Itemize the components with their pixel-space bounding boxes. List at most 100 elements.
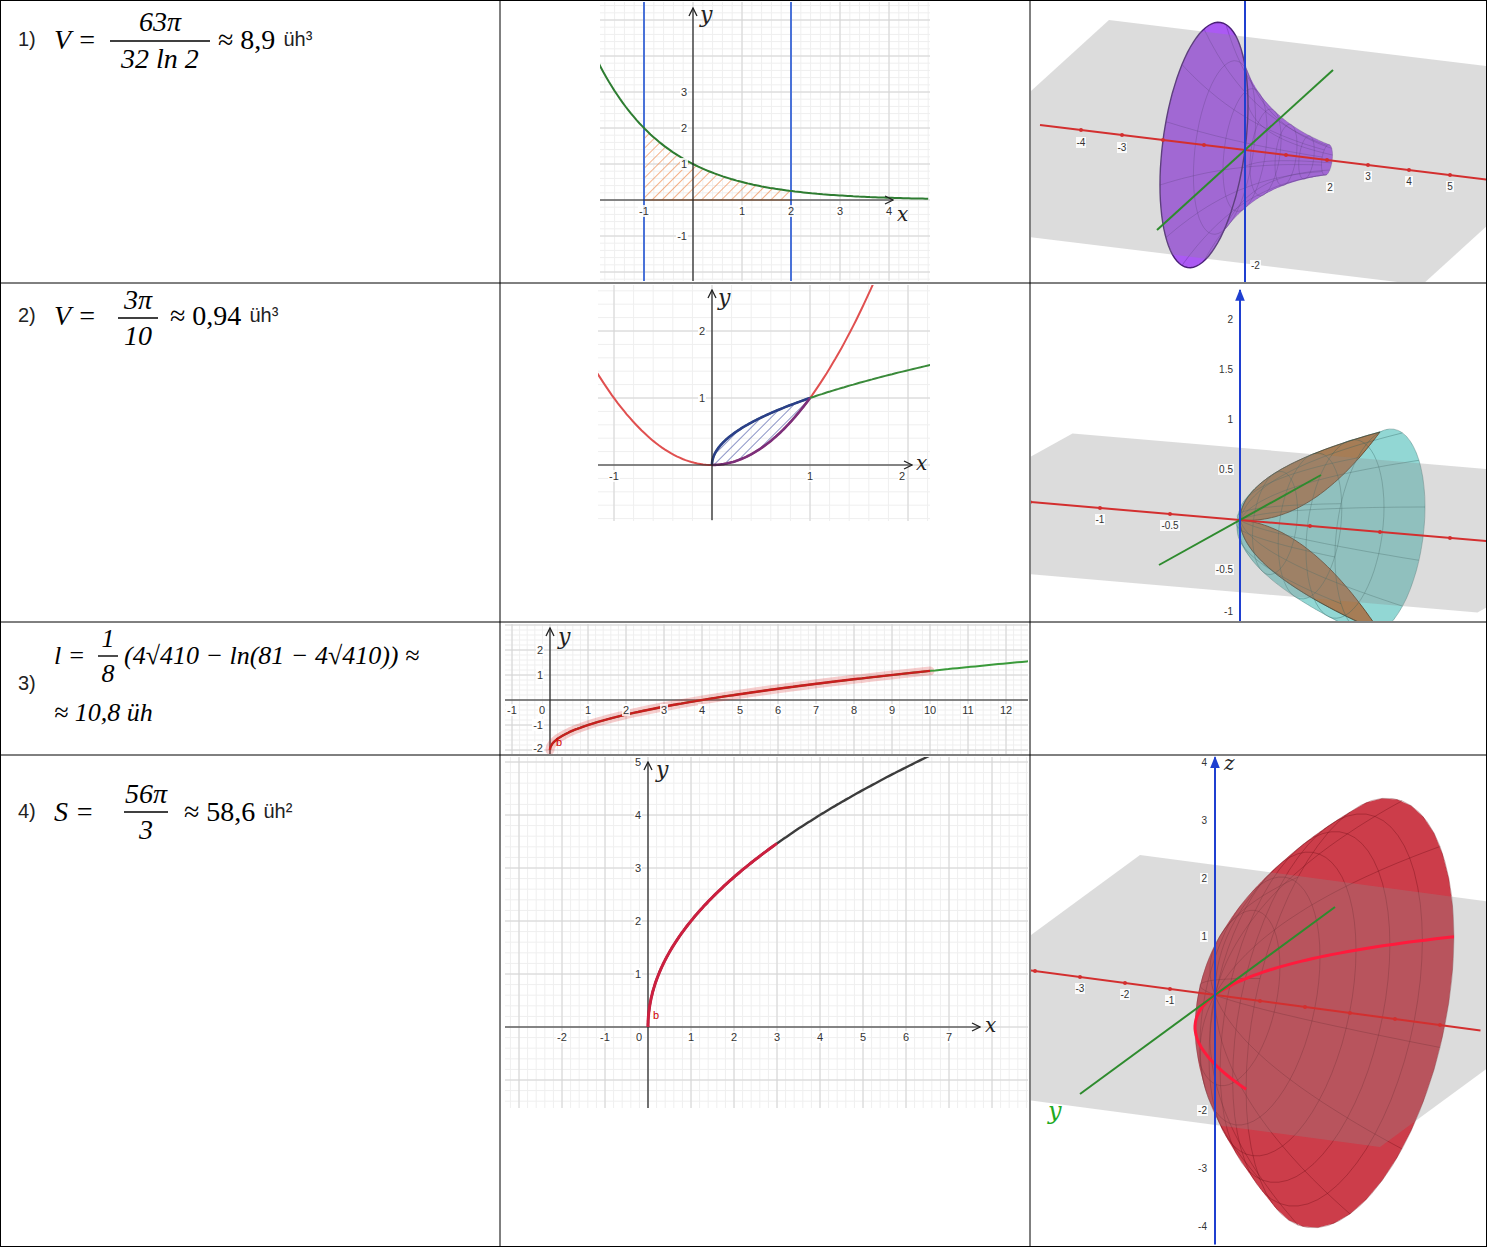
y-axis <box>647 762 648 1108</box>
formula-text: (4√410 − ln(81 − 4√410)) ≈ <box>124 641 419 671</box>
region-border <box>712 398 810 465</box>
tick-label: -0.5 <box>1215 564 1234 575</box>
graph-1 <box>600 2 930 281</box>
tick-label: -3 <box>1075 983 1086 994</box>
tick-label: 3 <box>660 704 668 716</box>
tick-label: -4 <box>1197 1221 1208 1232</box>
solid-2 <box>1031 290 1486 621</box>
tick-label: 3 <box>680 86 688 98</box>
tick-label: -1 <box>608 470 620 482</box>
formula-text: 3 <box>139 814 153 846</box>
table-rule <box>0 755 1487 756</box>
tick-label: 1 <box>698 392 706 404</box>
xy-plane <box>1031 434 1486 613</box>
tick-label: -1 <box>506 704 518 716</box>
major-grid <box>600 2 930 281</box>
x-axis <box>598 464 912 465</box>
formula-text: ≈ 58,6 <box>184 796 255 828</box>
formula-text: S = <box>54 796 94 828</box>
tick-label: -1 <box>1095 514 1106 525</box>
fraction-bar <box>98 655 118 656</box>
tick-label: 6 <box>902 1031 910 1043</box>
graph-4 <box>505 757 1028 1108</box>
tick-label: 9 <box>888 704 896 716</box>
generating-curve <box>1195 937 1454 1089</box>
tick-label: -0.5 <box>1160 520 1179 531</box>
tick-label: -2 <box>532 742 544 754</box>
tick-label: 1 <box>584 704 592 716</box>
formula-text: 4) <box>18 800 36 823</box>
fraction-bar <box>118 317 158 318</box>
tick-label: -3 <box>1197 1163 1208 1174</box>
tick-label: -1 <box>638 205 650 217</box>
major-grid <box>505 757 1028 1108</box>
graph-3 <box>505 624 1028 754</box>
formula-text: l = <box>54 641 85 671</box>
tick-label: 1 <box>536 669 544 681</box>
tick-label: 4 <box>698 704 706 716</box>
x-axis <box>505 1026 980 1027</box>
y-axis <box>1080 907 1335 1094</box>
formula-text: üh³ <box>249 304 278 327</box>
tick-label: 5 <box>1446 181 1454 192</box>
formula-text: 2) <box>18 304 36 327</box>
tick-label: 0 <box>538 704 546 716</box>
hatched-region <box>644 128 791 200</box>
formula-text: ≈ 10,8 üh <box>54 698 153 728</box>
solid-4 <box>1031 757 1486 1244</box>
formula-text: 1) <box>18 28 36 51</box>
graph-ground <box>505 757 1028 1108</box>
major-grid <box>598 285 930 521</box>
curve-glow <box>550 671 930 750</box>
tick-label: -1 <box>676 230 688 242</box>
tick-label: 6 <box>774 704 782 716</box>
graph-2 <box>598 285 930 521</box>
fraction-bar <box>124 811 168 812</box>
xy-plane <box>1031 855 1486 1147</box>
tick-label: 1 <box>634 968 642 980</box>
tick-label: 1.5 <box>1218 364 1234 375</box>
z-axis <box>1244 1 1246 282</box>
function-curve <box>550 661 1028 750</box>
arc-segment <box>550 671 930 750</box>
tick-label: 11 <box>961 704 974 716</box>
table-rule <box>0 283 1487 284</box>
tick-label: 4 <box>1405 176 1413 187</box>
x-axis <box>1031 500 1486 542</box>
formula-text: 3) <box>18 672 36 695</box>
tick-label: 3 <box>1364 171 1372 182</box>
y-axis <box>549 628 550 754</box>
table-rule <box>1030 0 1031 1247</box>
function-curve <box>600 56 928 199</box>
z-axis <box>1214 757 1216 1244</box>
tick-label: 4 <box>634 809 642 821</box>
x-axis <box>600 199 893 200</box>
x-axis <box>1031 970 1481 1030</box>
tick-label: 4 <box>1200 757 1208 768</box>
bound-line <box>790 2 792 281</box>
formula-text: V = <box>54 300 97 332</box>
solid-1 <box>1031 1 1486 282</box>
z-axis <box>1239 290 1241 621</box>
root-curve <box>712 361 930 465</box>
tick-label: -1 <box>599 1031 611 1043</box>
formula-text: ≈ 0,94 <box>170 300 241 332</box>
tick-label: 3 <box>836 205 844 217</box>
tick-label: 2 <box>698 325 706 337</box>
tick-label: 2 <box>1226 314 1234 325</box>
x-axis <box>505 699 1028 700</box>
tick-label: 5 <box>634 756 642 768</box>
axis-label: y <box>558 624 570 649</box>
formula-text: 10 <box>124 320 152 352</box>
formula-text: V = <box>54 24 97 56</box>
tick-label: 1 <box>738 205 746 217</box>
tick-label: -2 <box>1250 260 1261 271</box>
axis-label: y <box>700 2 712 27</box>
tick-label: 0.5 <box>1218 464 1234 475</box>
y-axis <box>692 8 693 281</box>
axis-label: z <box>1224 752 1235 775</box>
tick-label: 3 <box>634 862 642 874</box>
tick-label: 5 <box>736 704 744 716</box>
